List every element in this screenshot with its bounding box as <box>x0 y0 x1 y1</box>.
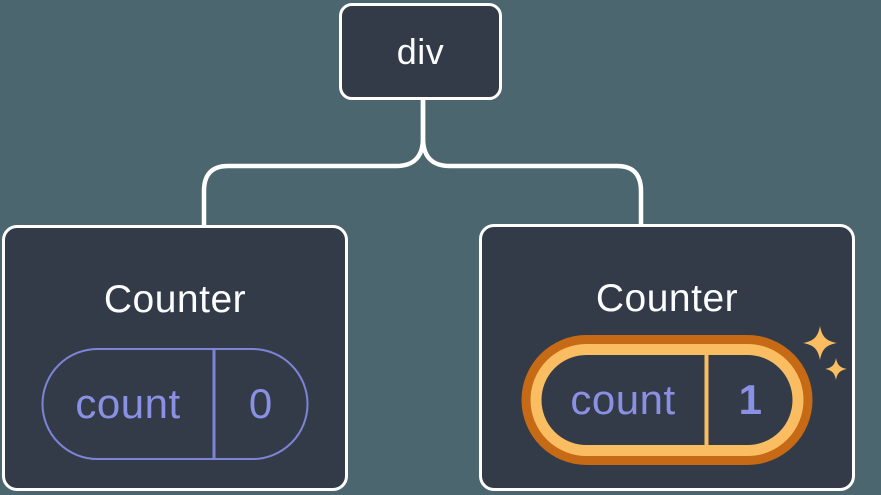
counter-card-left: Counter count 0 <box>2 225 348 491</box>
sparkle-icon-small <box>825 358 847 380</box>
component-title: Counter <box>595 277 739 320</box>
state-pill-highlighted-inner: count 1 <box>530 344 804 456</box>
connector-branch-right <box>420 97 644 229</box>
root-node-label: div <box>396 30 445 72</box>
state-value: 1 <box>738 376 763 423</box>
component-title: Counter <box>103 278 247 321</box>
root-node-div: div <box>339 3 502 100</box>
pill-divider <box>212 350 215 458</box>
pill-divider <box>704 355 709 445</box>
counter-card-right: Counter count 1 <box>479 224 855 491</box>
connector-branch-left <box>201 97 426 230</box>
state-pill: count 0 <box>41 348 309 460</box>
state-pill-highlighted: count 1 <box>521 335 813 465</box>
state-value: 0 <box>248 380 273 427</box>
state-key-label: count <box>75 380 181 427</box>
state-key-label: count <box>570 376 676 423</box>
sparkle-icon-large <box>803 326 837 360</box>
